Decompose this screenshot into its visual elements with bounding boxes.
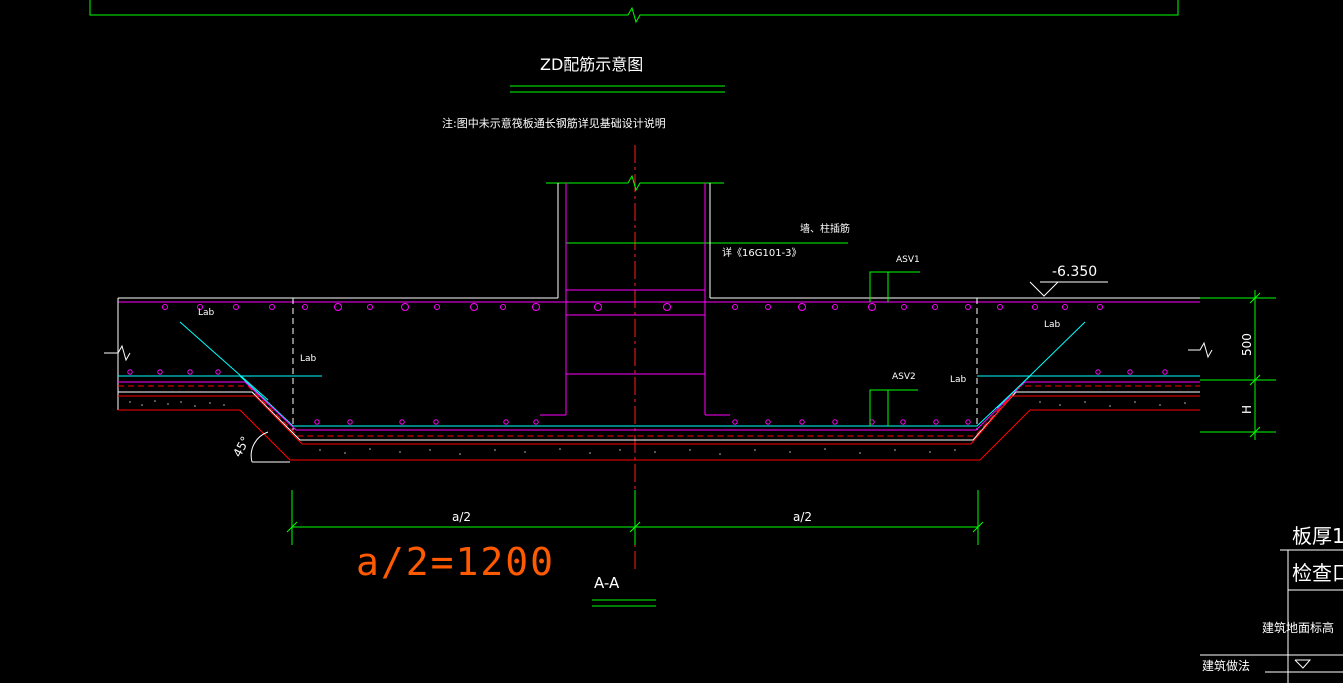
dimension-h: H bbox=[1240, 405, 1254, 414]
section-label: A-A bbox=[594, 574, 620, 592]
asv2-leader bbox=[869, 389, 918, 426]
side-panel-frame bbox=[1200, 549, 1343, 683]
side-panel-slab-thickness: 板厚120 bbox=[1292, 524, 1343, 548]
handwritten-annotation: a/2=1200 bbox=[356, 540, 555, 584]
right-break-mark bbox=[1188, 341, 1213, 359]
section-underline bbox=[592, 599, 656, 607]
angle-label: 45° bbox=[230, 434, 252, 459]
lab-leaders bbox=[179, 321, 1086, 409]
left-break-mark bbox=[104, 344, 131, 362]
column-walls bbox=[557, 183, 711, 298]
elevation-marker bbox=[1029, 281, 1108, 297]
column-outline bbox=[546, 174, 848, 244]
drawing-note: 注:图中未示意筏板通长钢筋详见基础设计说明 bbox=[442, 116, 666, 130]
dimension-half-a-left: a/2 bbox=[452, 510, 471, 524]
lab-label-right-mid: Lab bbox=[950, 375, 967, 385]
asv1-label: ASV1 bbox=[896, 255, 920, 265]
asv1-leader bbox=[869, 271, 920, 302]
bottom-rebar-dots bbox=[127, 369, 1168, 425]
side-panel-construction-method: 建筑做法 bbox=[1202, 658, 1250, 673]
side-panel-check-port: 检查口位 bbox=[1292, 561, 1343, 585]
column-rebar bbox=[540, 183, 730, 416]
lab-label-left-mid: Lab bbox=[300, 354, 317, 364]
detail-ref-label: 详《16G101-3》 bbox=[722, 246, 802, 259]
asv2-label: ASV2 bbox=[892, 372, 916, 382]
title-underline bbox=[510, 85, 725, 93]
pit-edge-dashed bbox=[292, 298, 978, 430]
drawing-title: ZD配筋示意图 bbox=[540, 55, 643, 74]
pit-profile bbox=[118, 375, 1200, 461]
top-rebar-dots bbox=[162, 303, 1103, 311]
concrete-hatch bbox=[129, 400, 1186, 455]
slab-top bbox=[117, 297, 1200, 410]
angle-arc bbox=[250, 431, 269, 463]
lab-label-left-top: Lab bbox=[198, 308, 215, 318]
dimension-500: 500 bbox=[1240, 333, 1254, 356]
right-dimension bbox=[1200, 290, 1276, 440]
top-frame bbox=[89, 0, 1179, 24]
dimension-half-a-right: a/2 bbox=[793, 510, 812, 524]
wall-rebar-label: 墙、柱插筋 bbox=[800, 222, 850, 235]
lab-label-right-top: Lab bbox=[1044, 320, 1061, 330]
elevation-label: -6.350 bbox=[1052, 264, 1097, 280]
side-panel-floor-elevation: 建筑地面标高 bbox=[1262, 620, 1334, 635]
bottom-dimension bbox=[286, 490, 984, 545]
